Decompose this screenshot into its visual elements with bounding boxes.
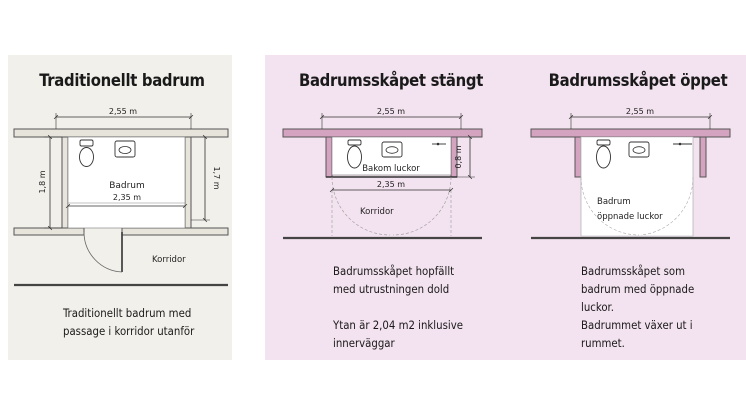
traditional-title: Traditionellt badrum <box>39 71 205 90</box>
open-title: Badrumsskåpet öppet <box>548 71 728 90</box>
traditional-height-right-label: 1,7 m <box>212 166 221 189</box>
cabinet-wall-right <box>699 136 707 178</box>
traditional-height-left-label: 1,8 m <box>38 170 47 193</box>
traditional-floor-plan: 2,55 m Badrum 2,35 m 1,8 m 1,7 m Korrido… <box>13 107 229 287</box>
toilet-icon <box>347 139 362 169</box>
caption-line: med utrustningen dold <box>333 283 450 296</box>
caption-line: Badrummet växer ut i <box>581 319 693 332</box>
closed-floor-plan: 2,55 m 0,8 m Bakom luckor 2,35 m Korrido… <box>282 107 483 240</box>
traditional-room-label: Badrum <box>109 181 145 191</box>
caption-line: Badrumsskåpet som <box>581 265 686 278</box>
caption-line: passage i korridor utanför <box>63 325 195 338</box>
cabinet-wall-left <box>574 136 582 178</box>
open-caption: Badrumsskåpet som badrum med öppnade luc… <box>581 263 694 353</box>
room-wall-left <box>61 136 69 229</box>
traditional-caption: Traditionellt badrum med passage i korri… <box>63 305 194 341</box>
lower-wall-right <box>121 227 229 236</box>
caption-line: badrum med öppnade <box>581 283 695 296</box>
caption-line: Traditionellt badrum med <box>63 307 192 320</box>
sink-icon <box>628 141 650 158</box>
open-width-outer-label: 2,55 m <box>626 107 654 116</box>
traditional-width-inner-label: 2,35 m <box>113 193 141 202</box>
door-swing-icon <box>83 231 123 273</box>
closed-width-inner-label: 2,35 m <box>377 180 405 189</box>
sink-icon <box>114 140 136 158</box>
toilet-icon <box>79 139 94 167</box>
sink-icon <box>381 141 403 158</box>
closed-depth-label: 0,8 m <box>454 145 463 168</box>
toilet-icon <box>596 139 611 169</box>
closed-title: Badrumsskåpet stängt <box>298 71 484 90</box>
cabinet-wall-left <box>325 136 333 178</box>
room-wall-right <box>184 136 192 229</box>
caption-line: rummet. <box>581 337 625 350</box>
door-swing-left-icon <box>580 176 640 236</box>
closed-corridor-label: Korridor <box>360 207 394 217</box>
traditional-width-outer-label: 2,55 m <box>109 107 137 116</box>
traditional-corridor-label: Korridor <box>152 255 186 265</box>
closed-width-outer-label: 2,55 m <box>377 107 405 116</box>
upper-wall <box>13 128 229 138</box>
upper-wall <box>530 128 731 138</box>
closed-caption: Badrumsskåpet hopfällt med utrustningen … <box>333 263 463 353</box>
open-floor-plan: 2,55 m Badrum öppnade luckor <box>530 107 731 240</box>
caption-line: luckor. <box>581 301 614 314</box>
caption-line <box>333 299 463 317</box>
closed-behind-doors-label: Bakom luckor <box>362 164 420 174</box>
open-doors-label: öppnade luckor <box>597 212 663 222</box>
open-room-label: Badrum <box>597 197 631 207</box>
door-swing-right-icon <box>640 176 694 236</box>
shelf-icon <box>432 142 446 146</box>
upper-wall <box>282 128 483 138</box>
caption-line: Ytan är 2,04 m2 inklusive <box>333 319 463 332</box>
lower-wall-left <box>13 227 85 236</box>
caption-line: innerväggar <box>333 337 395 350</box>
shelf-icon <box>673 142 692 146</box>
caption-line: Badrumsskåpet hopfällt <box>333 265 455 278</box>
